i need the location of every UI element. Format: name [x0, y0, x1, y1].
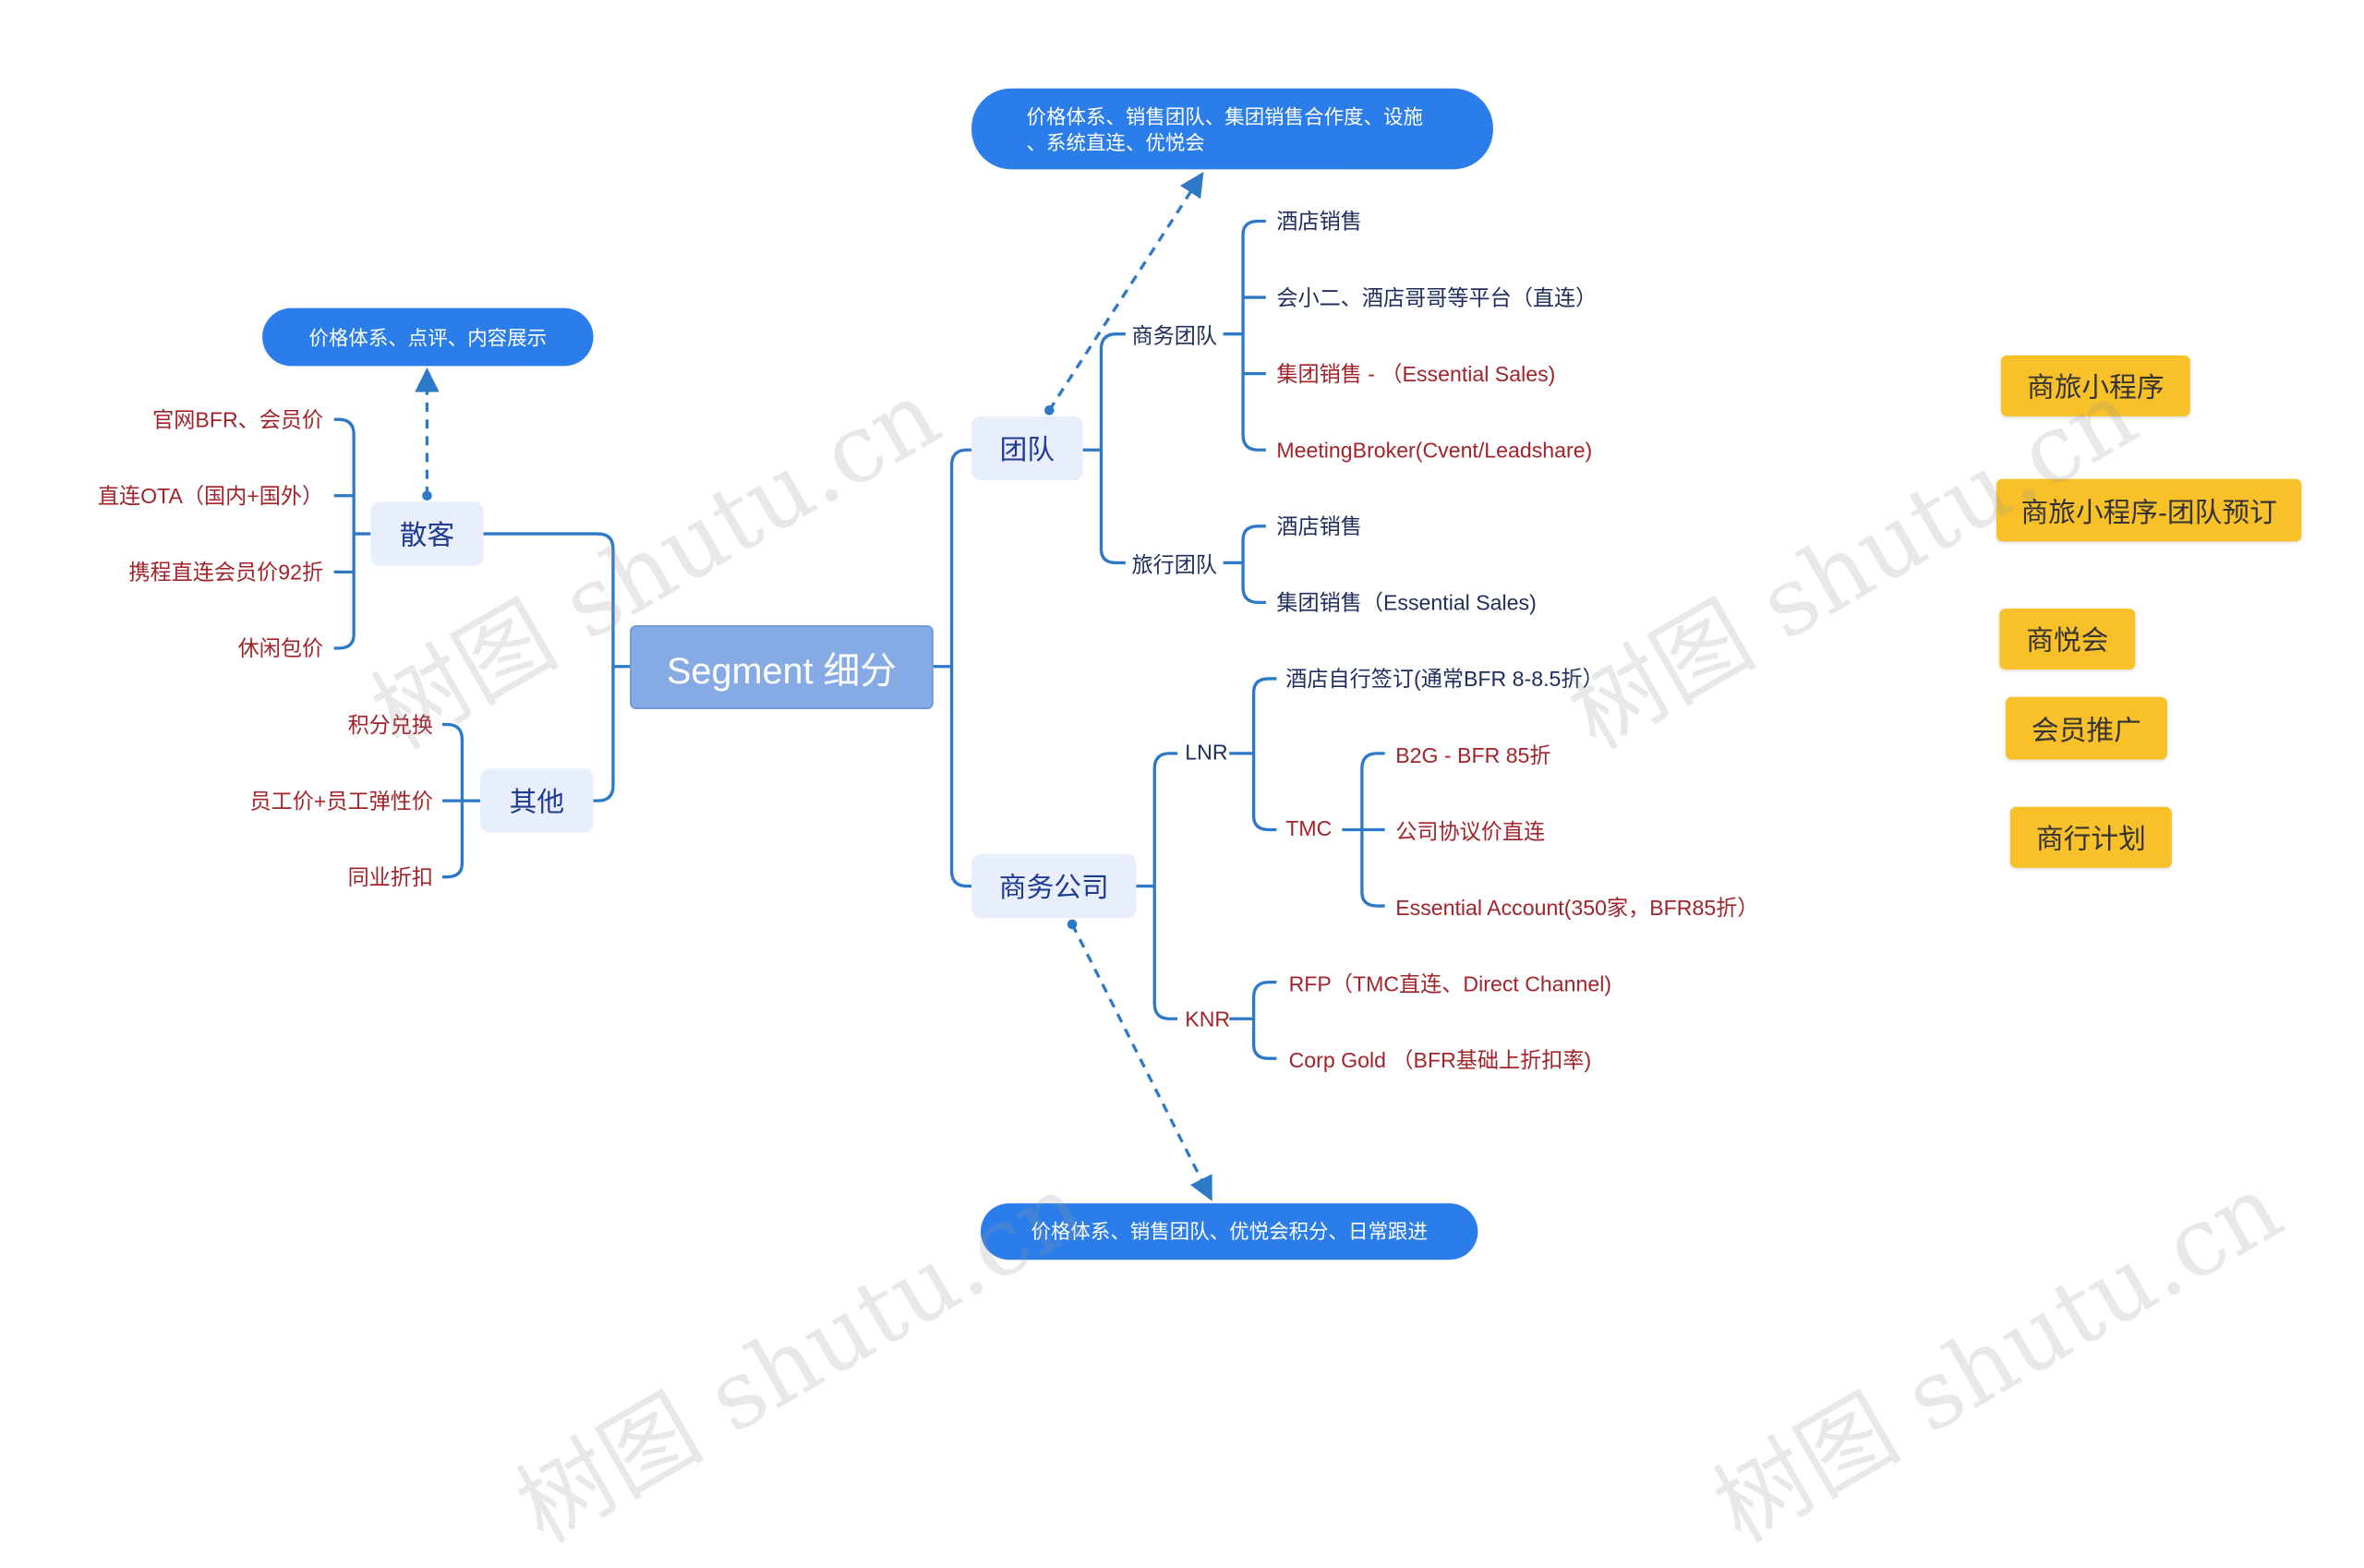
tuandui-bracket	[1099, 332, 1126, 565]
tmc-item-3: Essential Account(350家，BFR85折）	[1395, 895, 1759, 920]
qita-item-2: 员工价+员工弹性价	[249, 788, 434, 814]
tuandui-note-line-1: 价格体系、销售团队、集团销售合作度、设施	[1026, 104, 1423, 127]
knr-item-1: RFP（TMC直连、Direct Channel)	[1288, 971, 1612, 996]
business-team-label[interactable]: 商务团队	[1131, 323, 1217, 348]
qita-item-3: 同业折扣	[347, 864, 434, 889]
side-tag-4[interactable]: 会员推广	[2005, 696, 2167, 760]
tmc-item-2: 公司协议价直连	[1395, 818, 1546, 844]
root-to-company-line	[949, 666, 972, 888]
company-bracket	[1152, 752, 1178, 1020]
root-to-sanke-line	[483, 532, 631, 669]
tuandui-node[interactable]: 团队	[971, 416, 1083, 481]
travel-bracket	[1241, 525, 1266, 605]
business-bracket	[1241, 219, 1266, 452]
business-item-1: 酒店销售	[1276, 209, 1362, 234]
side-tag-2[interactable]: 商旅小程序-团队预订	[1996, 478, 2302, 542]
sanke-bracket	[333, 417, 356, 650]
lnr-self-item: 酒店自行签订(通常BFR 8-8.5折）	[1285, 666, 1604, 692]
side-tag-1[interactable]: 商旅小程序	[2000, 355, 2190, 416]
tuandui-note-line-2: 、系统直连、优悦会	[1026, 130, 1205, 153]
travel-item-2: 集团销售（Essential Sales)	[1276, 590, 1537, 615]
company-node[interactable]: 商务公司	[971, 853, 1137, 919]
tmc-item-1: B2G - BFR 85折	[1395, 742, 1551, 767]
tmc-label[interactable]: TMC	[1285, 815, 1333, 841]
business-item-4: MeetingBroker(Cvent/Leadshare)	[1276, 438, 1593, 463]
business-item-3: 集团销售 - （Essential Sales)	[1276, 361, 1556, 386]
qita-bracket	[441, 722, 464, 879]
side-tag-5[interactable]: 商行计划	[2009, 806, 2172, 868]
knr-bracket	[1251, 980, 1277, 1060]
sanke-note-pill[interactable]: 价格体系、点评、内容展示	[262, 308, 594, 367]
side-tag-3[interactable]: 商悦会	[1999, 608, 2136, 670]
knr-label[interactable]: KNR	[1185, 1007, 1231, 1031]
qita-node[interactable]: 其他	[480, 768, 594, 833]
tmc-bracket	[1360, 752, 1385, 908]
tuandui-note-pill[interactable]: 价格体系、销售团队、集团销售合作度、设施 、系统直连、优悦会	[971, 88, 1493, 170]
mindmap-canvas: Segment 细分 散客 价格体系、点评、内容展示 官网BFR、会员价 直连O…	[97, 88, 2302, 1563]
lnr-bracket	[1251, 677, 1277, 832]
lnr-label[interactable]: LNR	[1185, 740, 1228, 765]
sanke-item-1: 官网BFR、会员价	[152, 406, 324, 432]
sanke-item-3: 携程直连会员价92折	[128, 560, 324, 585]
root-to-tuandui-line	[933, 448, 972, 669]
root-node[interactable]: Segment 细分	[630, 625, 934, 709]
root-to-qita-line	[593, 666, 615, 802]
travel-team-label[interactable]: 旅行团队	[1131, 551, 1217, 577]
knr-item-2: Corp Gold （BFR基础上折扣率)	[1288, 1047, 1592, 1073]
qita-item-1: 积分兑换	[347, 712, 434, 737]
travel-item-1: 酒店销售	[1276, 513, 1362, 539]
sanke-item-4: 休闲包价	[237, 635, 324, 661]
tuandui-note-connector	[1047, 172, 1204, 412]
company-note-pill[interactable]: 价格体系、销售团队、优悦会积分、日常跟进	[980, 1203, 1478, 1260]
company-note-connector	[1070, 923, 1212, 1201]
sanke-node[interactable]: 散客	[370, 501, 484, 566]
sanke-item-2: 直连OTA（国内+国外）	[97, 483, 324, 508]
connector-lines	[333, 172, 1385, 1201]
business-item-2: 会小二、酒店哥哥等平台（直连）	[1276, 284, 1598, 310]
